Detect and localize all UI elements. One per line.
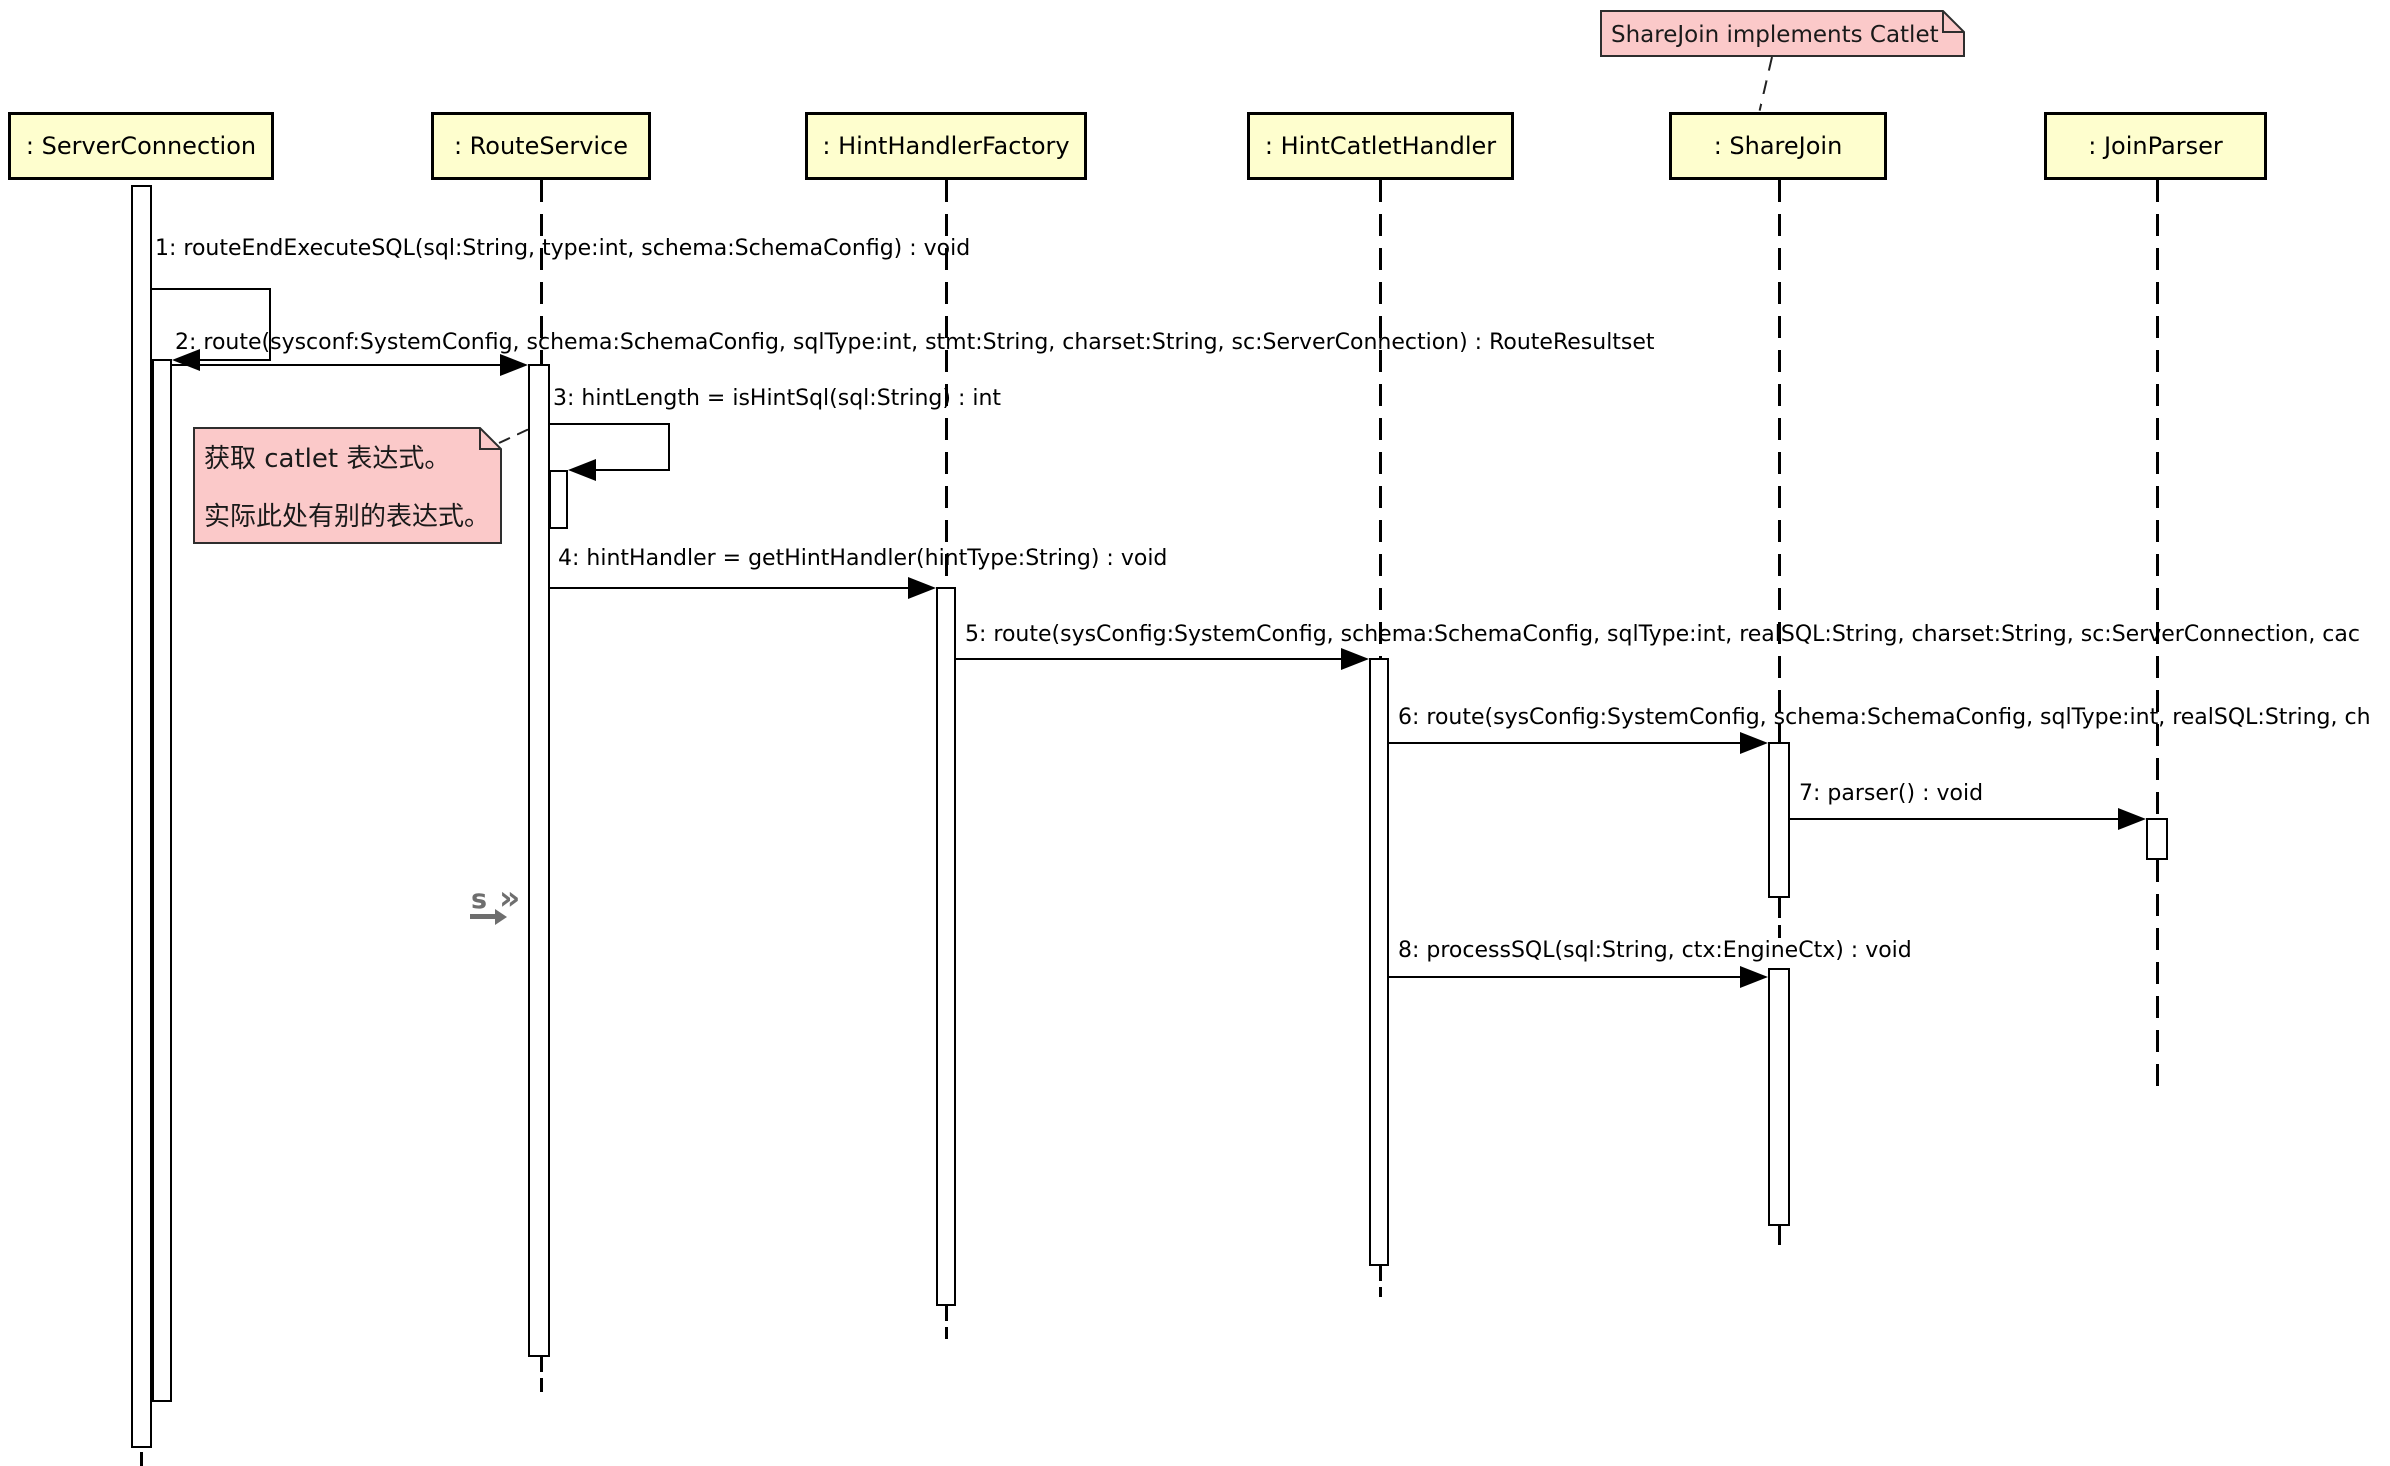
participant-serverconnection-label: : ServerConnection	[25, 132, 257, 160]
note-sharejoin-implements-catlet: ShareJoin implements Catlet	[1600, 10, 1965, 57]
activation-sharejoin-first	[1768, 742, 1790, 898]
lifeline-routeservice-bottom	[540, 1378, 543, 1392]
note-catlet-expression: 获取 catlet 表达式。 实际此处有别的表达式。	[193, 427, 502, 544]
message-7-label: 7: parser() : void	[1799, 781, 1984, 806]
cursor-artifact-arrow-head	[495, 909, 507, 925]
participant-routeservice-label: : RouteService	[453, 132, 629, 160]
message-5-label: 5: route(sysConfig:SystemConfig, schema:…	[965, 622, 2360, 647]
message-3-line-return	[596, 469, 670, 471]
participant-joinparser: : JoinParser	[2044, 112, 2267, 180]
activation-joinparser	[2146, 818, 2168, 860]
lifeline-joinparser-top	[2156, 180, 2159, 820]
lifeline-hintcatlethandler-top	[1379, 180, 1382, 660]
message-1-line-down	[269, 288, 271, 361]
message-2-label: 2: route(sysconf:SystemConfig, schema:Sc…	[175, 330, 1655, 355]
participant-hintcatlethandler-label: : HintCatletHandler	[1264, 132, 1497, 160]
note-body	[1600, 10, 1965, 57]
message-3-line-down	[668, 423, 670, 471]
message-1-label: 1: routeEndExecuteSQL(sql:String, type:i…	[155, 236, 971, 261]
message-5-arrowhead	[1341, 648, 1369, 670]
lifeline-routeservice-top	[540, 180, 543, 366]
message-2-line	[172, 364, 502, 366]
note-catlet-line1: 获取 catlet 表达式。	[204, 444, 450, 474]
lifeline-sharejoin-top	[1778, 180, 1781, 744]
message-4-label: 4: hintHandler = getHintHandler(hintType…	[558, 546, 1168, 571]
note-body	[193, 427, 502, 544]
participant-routeservice: : RouteService	[431, 112, 651, 180]
message-3-label: 3: hintLength = isHintSql(sql:String) : …	[553, 386, 1002, 411]
message-6-line	[1389, 742, 1740, 744]
message-8-label: 8: processSQL(sql:String, ctx:EngineCtx)…	[1398, 938, 1912, 963]
cursor-artifact-chevrons: »	[499, 878, 521, 917]
participant-sharejoin-label: : ShareJoin	[1713, 132, 1843, 160]
lifeline-sharejoin-mid-dash	[1778, 925, 1781, 938]
participant-joinparser-label: : JoinParser	[2088, 132, 2223, 160]
message-8-arrowhead	[1740, 966, 1768, 988]
participant-serverconnection: : ServerConnection	[8, 112, 274, 180]
note-sharejoin-connector	[1758, 56, 1773, 111]
lifeline-hinthandlerfactory-top	[945, 180, 948, 589]
message-4-arrowhead	[908, 577, 936, 599]
message-2-arrowhead	[500, 354, 528, 376]
message-8-line	[1389, 976, 1740, 978]
lifeline-joinparser-bottom	[2156, 860, 2159, 1090]
message-1-line-out	[152, 288, 271, 290]
message-6-arrowhead	[1740, 732, 1768, 754]
cursor-artifact-letter: s	[471, 884, 488, 915]
activation-hintcatlethandler	[1369, 658, 1389, 1266]
message-6-label: 6: route(sysConfig:SystemConfig, schema:…	[1398, 705, 2371, 730]
note-fold	[1942, 11, 1964, 33]
activation-sharejoin-second	[1768, 968, 1790, 1226]
participant-hintcatlethandler: : HintCatletHandler	[1247, 112, 1514, 180]
message-5-line	[956, 658, 1342, 660]
message-7-line	[1790, 818, 2118, 820]
lifeline-hinthandlerfactory-stub	[945, 1306, 948, 1321]
lifeline-hinthandlerfactory-bottom	[945, 1327, 948, 1339]
activation-hinthandlerfactory	[936, 587, 956, 1306]
note-catlet-connector	[498, 427, 531, 444]
note-sharejoin-text: ShareJoin implements Catlet	[1611, 22, 1939, 48]
message-4-line	[550, 587, 909, 589]
activation-serverconnection-outer	[131, 185, 152, 1448]
note-catlet-line2: 实际此处有别的表达式。	[204, 502, 490, 532]
lifeline-sharejoin-mid-stub	[1778, 898, 1781, 918]
cursor-artifact-arrow-shaft	[470, 914, 496, 919]
lifeline-routeservice-stub	[540, 1357, 543, 1372]
message-7-arrowhead	[2118, 808, 2146, 830]
participant-sharejoin: : ShareJoin	[1669, 112, 1887, 180]
activation-routeservice-main	[528, 364, 550, 1357]
message-1-line-return	[200, 359, 271, 361]
lifeline-sharejoin-bottom-stub	[1778, 1226, 1781, 1245]
participant-hinthandlerfactory: : HintHandlerFactory	[805, 112, 1087, 180]
participant-hinthandlerfactory-label: : HintHandlerFactory	[822, 132, 1070, 160]
message-3-line-out	[550, 423, 670, 425]
note-fold	[479, 428, 501, 450]
activation-routeservice-inner	[549, 470, 568, 529]
activation-serverconnection-inner	[152, 359, 172, 1402]
message-3-arrowhead	[568, 459, 596, 481]
lifeline-hintcatlethandler-stub	[1379, 1266, 1382, 1281]
lifeline-serverconnection-bottom	[140, 1452, 143, 1466]
lifeline-hintcatlethandler-bottom	[1379, 1287, 1382, 1297]
